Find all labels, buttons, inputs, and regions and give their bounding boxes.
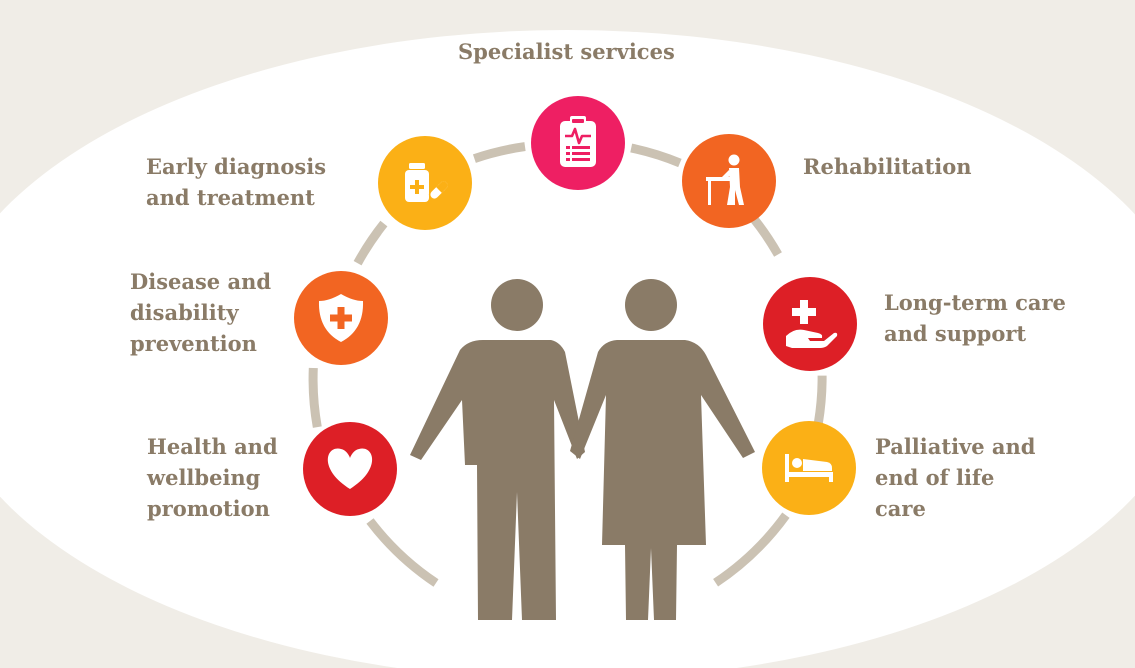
walking-rehab-icon [706,154,744,205]
service-label-specialist: Specialist services [458,39,675,64]
heart-icon [327,448,373,489]
ring-arc-8 [308,367,322,428]
background-ellipse [0,30,1135,668]
clipboard-heartbeat-icon [560,116,596,167]
man-body [410,340,585,620]
service-icon-long-term [763,277,857,371]
service-label-prevention: Disease and disability prevention [130,269,272,356]
ring-arc-4 [813,375,827,424]
service-label-health: Health and wellbeing promotion [147,434,278,521]
service-icon-health [303,422,397,516]
figure-woman [570,279,755,620]
service-icon-palliative [762,421,856,515]
service-icon-prevention [294,271,388,365]
service-label-palliative: Palliative and end of life care [875,434,1036,521]
man-head [491,279,543,331]
ring-arc-7 [366,518,439,587]
ring-arc-9 [353,220,388,266]
hand-cross-icon [786,300,838,348]
shield-cross-icon [318,294,364,342]
figure-man [410,279,585,620]
ring-arc-1 [472,142,526,163]
bed-icon [785,454,833,482]
woman-head [625,279,677,331]
service-badge-long-term [763,277,857,371]
service-icon-early [378,136,472,230]
service-icon-rehabilitation [682,134,776,228]
medicine-pills-icon [405,163,450,202]
service-label-early: Early diagnosis and treatment [146,154,327,210]
service-label-long-term: Long-term care and support [884,290,1066,346]
ring-arc-5 [713,512,790,587]
woman-body [570,340,755,620]
service-icon-specialist [531,96,625,190]
service-label-rehabilitation: Rehabilitation [803,154,972,179]
ring-arc-2 [630,143,682,168]
